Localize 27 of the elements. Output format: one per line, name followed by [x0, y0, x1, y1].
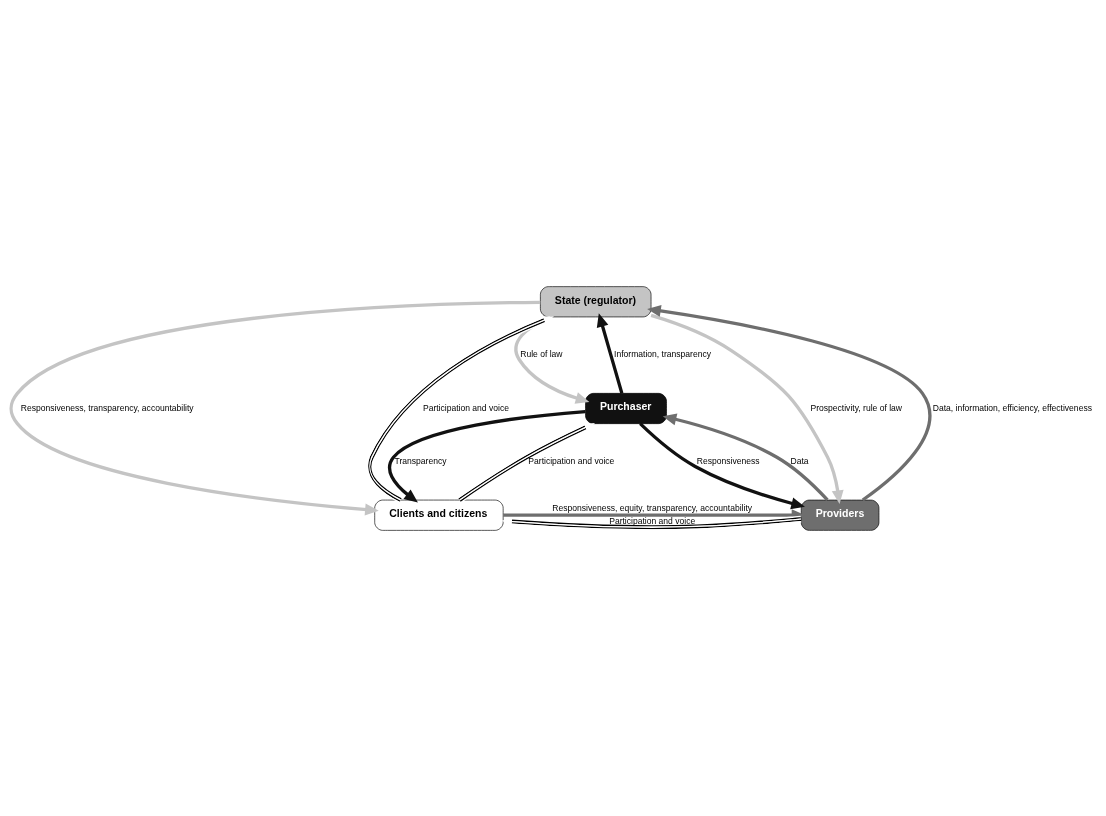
edge-label: Transparency	[394, 455, 447, 466]
arrow	[650, 313, 844, 504]
edge-label: Data, information, efficiency, effectiveness	[932, 402, 1092, 413]
arrow	[639, 421, 805, 509]
arrow	[662, 413, 829, 501]
edge-label: Responsiveness, equity, transparency, accountability	[552, 502, 753, 513]
arrow	[9, 300, 541, 515]
arrow	[514, 315, 590, 404]
arrow	[647, 304, 932, 501]
arrow	[457, 422, 596, 503]
edge-label: Participation and voice	[528, 455, 615, 466]
edge-label: Responsiveness, transparency, accountability	[20, 402, 194, 413]
arrow	[501, 515, 802, 530]
edge-label: Information, transparency	[614, 348, 712, 359]
arrow	[388, 409, 586, 502]
node-box: Providers	[800, 499, 880, 531]
edge-label: Data	[790, 455, 809, 466]
node-box: Clients and citizens	[374, 499, 504, 531]
edge-label: Prospectivity, rule of law	[810, 402, 902, 413]
node-box: Purchaser	[585, 392, 667, 424]
arrow	[366, 315, 555, 503]
node-box: State (regulator)	[540, 285, 652, 317]
edge-label: Participation and voice	[422, 402, 509, 413]
arrow	[596, 312, 624, 394]
edge-label: Participation and voice	[609, 515, 696, 526]
edge-label: Rule of law	[520, 348, 563, 359]
edge-label: Responsiveness	[696, 455, 760, 466]
